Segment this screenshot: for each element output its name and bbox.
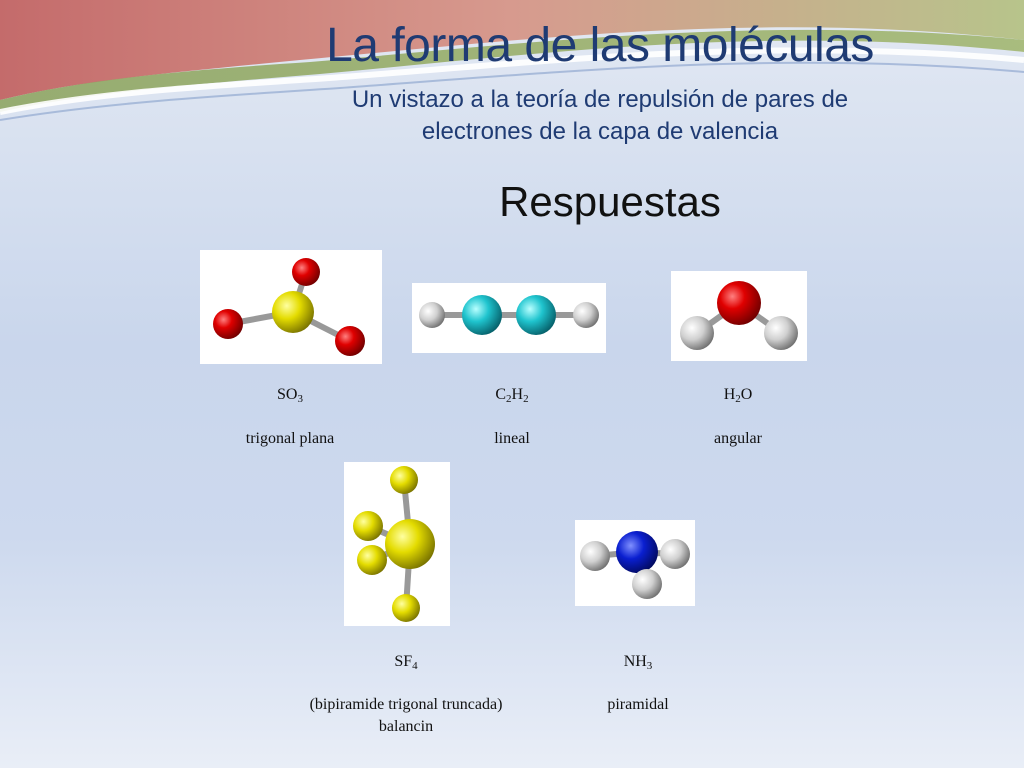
- sf4-shape-line-1: (bipiramide trigonal truncada): [309, 696, 503, 713]
- h2o-molecule-model-icon: [671, 271, 807, 361]
- sf4-shape: (bipiramide trigonal truncada): [270, 695, 542, 715]
- c2h2-shape: lineal: [494, 430, 530, 447]
- subtitle-line-1: Un vistazo a la teoría de repulsión de p…: [351, 86, 849, 113]
- h2o-shape: angular: [714, 430, 762, 447]
- nh3-molecule-model-icon: [575, 520, 695, 606]
- c2h2-molecule-model-icon: [412, 283, 606, 353]
- subtitle-line-2: electrones de la capa de valencia: [421, 118, 779, 145]
- sf4-molecule-model-icon: [344, 462, 450, 626]
- slide-title: La forma de las moléculas: [326, 19, 874, 72]
- nh3-formula: NH3: [623, 653, 653, 672]
- h2o-formula: H2O: [723, 386, 753, 405]
- so3-shape: trigonal plana: [245, 430, 335, 447]
- so3-molecule-model-icon: [200, 250, 382, 364]
- c2h2-formula: C2H2: [495, 386, 529, 405]
- answers-heading: Respuestas: [499, 178, 721, 225]
- decorative-wave-banner: [0, 0, 1024, 121]
- sf4-shape-line-2: balancin: [378, 718, 434, 735]
- so3-formula: SO3: [277, 386, 303, 405]
- nh3-shape: piramidal: [607, 696, 669, 713]
- slide-subtitle: Un vistazo a la teoría de repulsión de p…: [250, 84, 950, 148]
- sf4-formula: SF4: [394, 653, 418, 672]
